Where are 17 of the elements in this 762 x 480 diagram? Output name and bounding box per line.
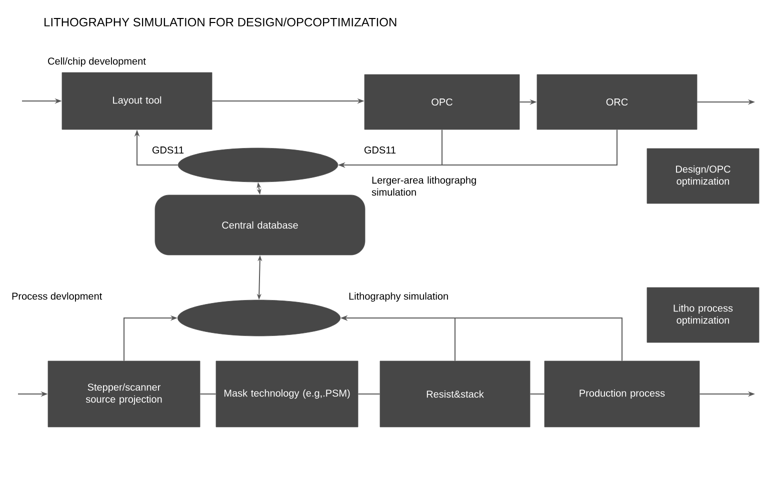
note-label: Lerger-area lithographg simulation [372,176,476,196]
process-box: Stepper/scanner source projection [48,360,200,428]
process-box: Design/OPC optimization [646,148,760,204]
process-box: Mask technology (e.g,.PSM) [216,360,358,428]
process-box: Production process [544,360,700,428]
process-ellipse [177,300,341,336]
process-box: ORC [536,74,698,130]
process-box: Layout tool [62,72,212,130]
note-label: Process devlopment [12,292,102,302]
process-box: OPC [364,74,520,130]
edge-label: GDS11 [362,145,398,155]
process-box: Resist&stack [380,360,530,428]
edge-label: GDS11 [150,145,186,155]
note-label: Lithography simulation [349,292,448,302]
process-box: Litho process optimization [646,287,760,343]
title: LITHOGRAPHY SIMULATION FOR DESIGN/OPCOPTIMIZATION [44,18,396,26]
database-cylinder: Central database [154,194,366,256]
